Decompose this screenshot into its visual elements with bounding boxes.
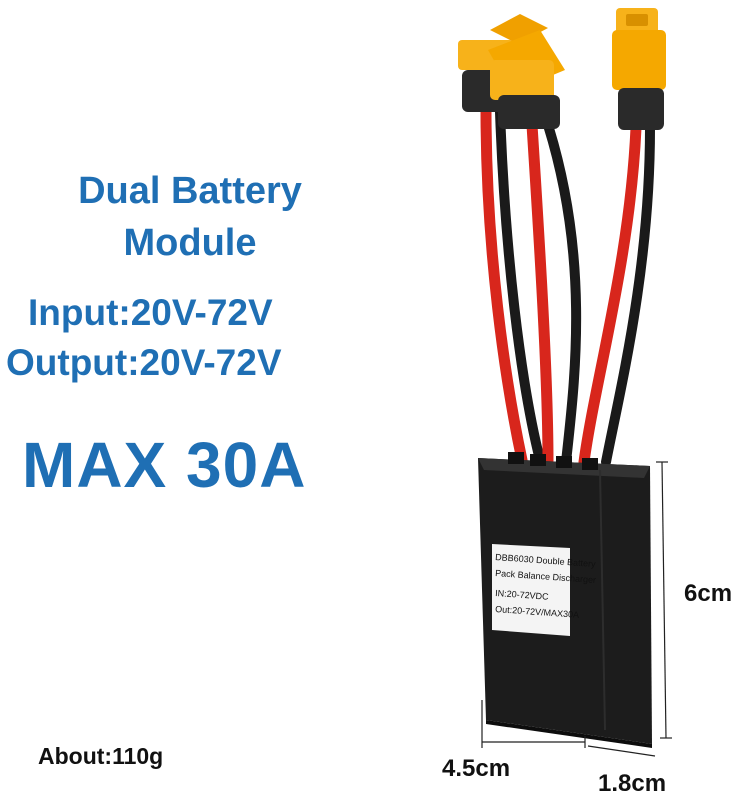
red-wire-3 [578, 122, 642, 468]
red-wire-1 [480, 104, 528, 466]
label-line-3: IN:20-72VDC [495, 588, 550, 602]
title-line-1: Dual Battery [78, 170, 302, 212]
black-wire-2 [543, 120, 582, 467]
dimension-lines [481, 461, 672, 757]
red-wire-2 [526, 119, 554, 468]
depth-dimension: 1.8cm [598, 770, 667, 797]
max-current-spec: MAX 30A [22, 429, 307, 501]
black-wire-1 [495, 107, 545, 465]
title-line-2: Module [123, 222, 257, 264]
width-dimension: 4.5cm [442, 755, 511, 782]
height-dimension: 6cm [684, 580, 733, 607]
wires [480, 104, 655, 468]
depth-dim-line [587, 745, 656, 757]
product-title: Dual Battery Module [0, 165, 380, 269]
height-dim-line [661, 461, 667, 739]
input-voltage-spec: Input:20V-72V [28, 292, 273, 333]
black-wire-3 [601, 123, 655, 467]
weight-spec: About:110g [38, 743, 164, 769]
output-voltage-spec: Output:20V-72V [6, 342, 282, 383]
xt60-connector-right [612, 8, 666, 130]
xt60-connector-middle [488, 30, 565, 129]
